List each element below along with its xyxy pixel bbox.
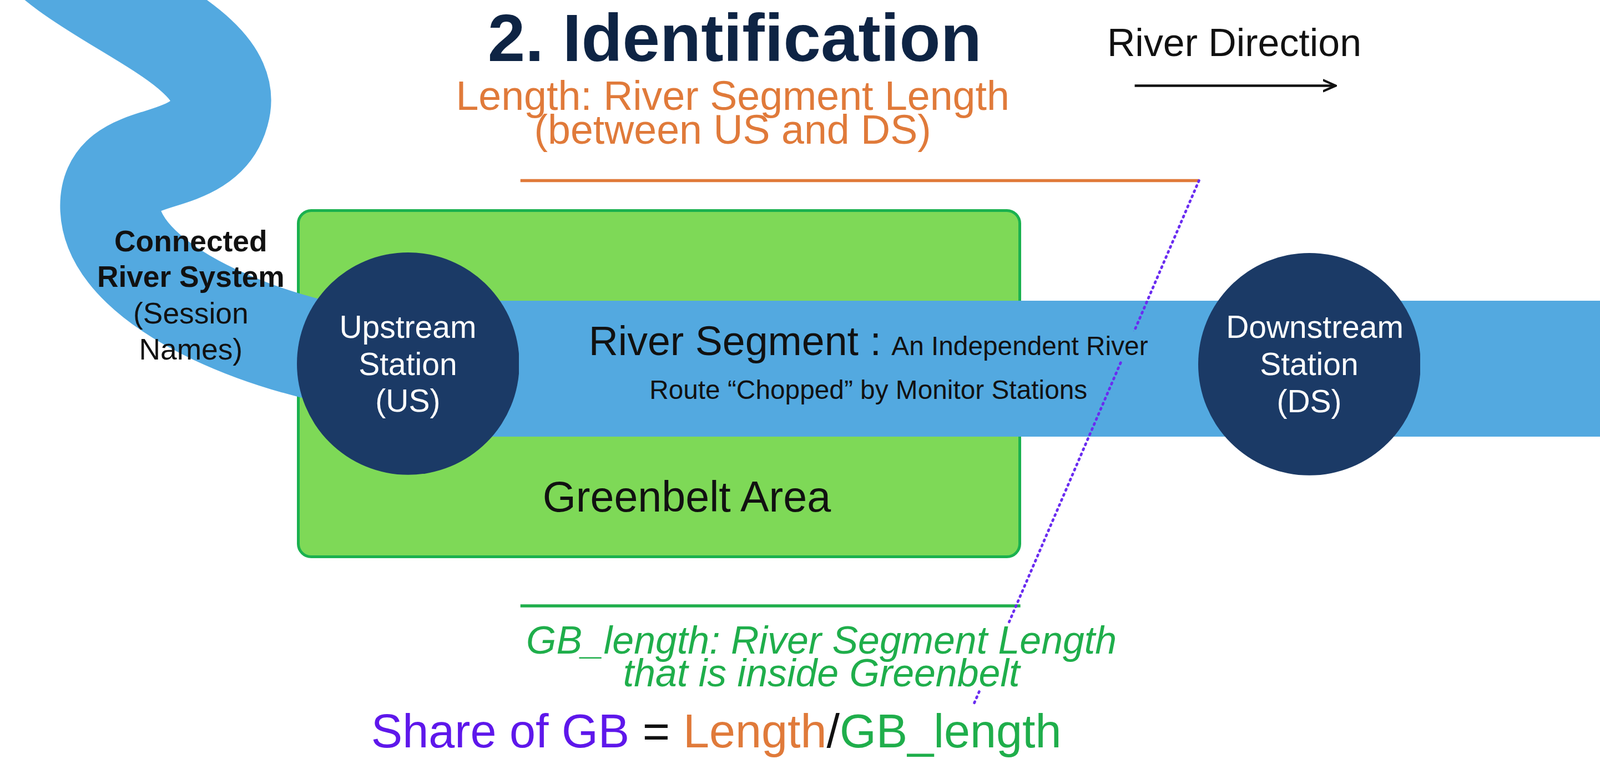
gb-length-label: GB_length: River Segment Length that is … [495, 624, 1149, 690]
title: 2. Identification [326, 1, 1143, 75]
equals-sign: = [642, 704, 670, 759]
downstream-station: Downstream Station (DS) [1198, 253, 1421, 476]
segment-text-wrap: River Segment :An Independent River Rout… [562, 322, 1175, 416]
segment-heading: River Segment : [588, 318, 882, 365]
river-segment: River Segment :An Independent River Rout… [407, 300, 1600, 437]
label-wrap: River Direction [1107, 20, 1445, 65]
title-wrap: 2. Identification [326, 1, 1143, 75]
river-channel [25, 0, 408, 365]
station-circle [1198, 253, 1421, 476]
label-wrap: (Session Names) [83, 295, 299, 368]
direction-label: River Direction [1107, 20, 1445, 65]
greenbelt-label: Greenbelt Area [542, 471, 831, 523]
gb-length-term: GB_length [839, 704, 1062, 759]
session-names-label: (Session Names) [83, 295, 299, 368]
label-wrap: Length: River Segment Length (between US… [416, 79, 1049, 147]
share-term: Share of GB [371, 704, 630, 759]
station-label: Upstream Station (US) [324, 308, 492, 420]
divide-sign: / [826, 704, 841, 759]
station-label: Downstream Station (DS) [1225, 308, 1393, 420]
station-circle [296, 252, 520, 476]
length-line [520, 179, 1200, 183]
label-wrap: Connected River System [83, 223, 299, 296]
share-pointer-line [973, 180, 1199, 705]
gb-length-line [520, 604, 1021, 608]
formula-row: Share of GB=Length/GB_length [308, 704, 1125, 759]
length-label: Length: River Segment Length (between US… [416, 79, 1049, 147]
direction-arrow [1134, 84, 1336, 88]
label-wrap: GB_length: River Segment Length that is … [495, 624, 1149, 690]
upstream-station: Upstream Station (US) [296, 252, 520, 476]
river-system-label: Connected River System [83, 223, 299, 296]
length-term: Length [683, 704, 827, 759]
